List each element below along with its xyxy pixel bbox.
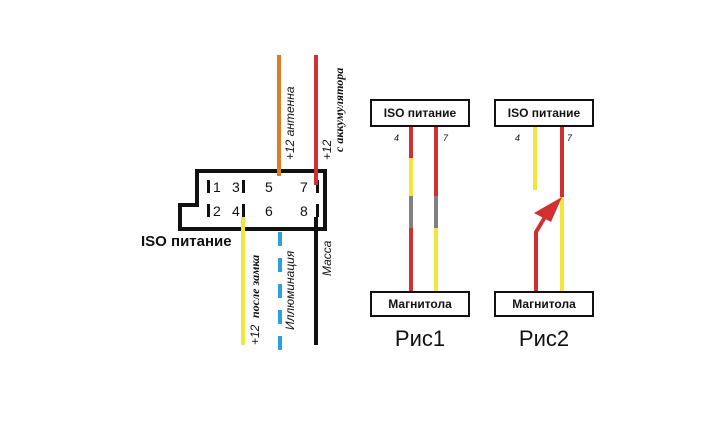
pin-marker-8 bbox=[316, 204, 319, 217]
fig2-arrow-head bbox=[534, 197, 562, 222]
label-battery-source: с аккумулятора bbox=[332, 68, 346, 152]
fig1-caption: Рис1 bbox=[395, 326, 445, 351]
pin-marker-4 bbox=[242, 204, 245, 217]
connector-outline bbox=[178, 169, 327, 231]
pin-2: 2 bbox=[213, 203, 221, 219]
fig1-pin-7: 7 bbox=[443, 133, 449, 143]
pin-7: 7 bbox=[300, 179, 308, 195]
pin-8: 8 bbox=[300, 203, 308, 219]
pin-3: 3 bbox=[232, 179, 240, 195]
label-ignition-source: после замка bbox=[248, 255, 262, 318]
figure-1: ISO питание 4 7 Магнитола Рис1 bbox=[370, 99, 470, 351]
figure-2: ISO питание 4 7 Магнитола Рис2 bbox=[494, 99, 594, 351]
connector-wires bbox=[241, 55, 318, 350]
fig2-radio-box bbox=[494, 291, 594, 317]
pin-6: 6 bbox=[265, 203, 273, 219]
pin-marker-1 bbox=[207, 180, 210, 193]
pin-marker-7 bbox=[316, 180, 319, 193]
fig2-iso-box bbox=[494, 99, 594, 127]
fig1-radio-label: Магнитола bbox=[388, 297, 452, 311]
label-ignition-plus: +12 bbox=[248, 324, 262, 345]
fig1-radio-box bbox=[370, 291, 470, 317]
fig2-iso-label: ISO питание bbox=[508, 106, 581, 120]
fig2-caption: Рис2 bbox=[519, 326, 569, 351]
label-antenna: +12 антенна bbox=[283, 86, 297, 160]
fig1-iso-label: ISO питание bbox=[384, 106, 457, 120]
fig2-radio-label: Магнитола bbox=[512, 297, 576, 311]
fig2-pin-7: 7 bbox=[567, 133, 573, 143]
fig1-iso-box bbox=[370, 99, 470, 127]
label-illumination: Иллюминация bbox=[283, 250, 297, 330]
fig1-pin-4: 4 bbox=[394, 133, 399, 143]
label-battery-plus: +12 bbox=[320, 139, 334, 160]
label-ground: Масса bbox=[320, 240, 334, 276]
pin-4: 4 bbox=[232, 203, 240, 219]
pin-marker-3 bbox=[242, 180, 245, 193]
fig2-pin-4: 4 bbox=[515, 133, 520, 143]
pin-marker-2 bbox=[207, 204, 210, 217]
pin-5: 5 bbox=[265, 179, 273, 195]
iso-connector: 1 3 5 7 2 4 6 8 ISO питание bbox=[141, 169, 327, 250]
pin-1: 1 bbox=[213, 179, 221, 195]
fig2-red-jumper bbox=[534, 210, 550, 292]
connector-label: ISO питание bbox=[141, 233, 232, 250]
